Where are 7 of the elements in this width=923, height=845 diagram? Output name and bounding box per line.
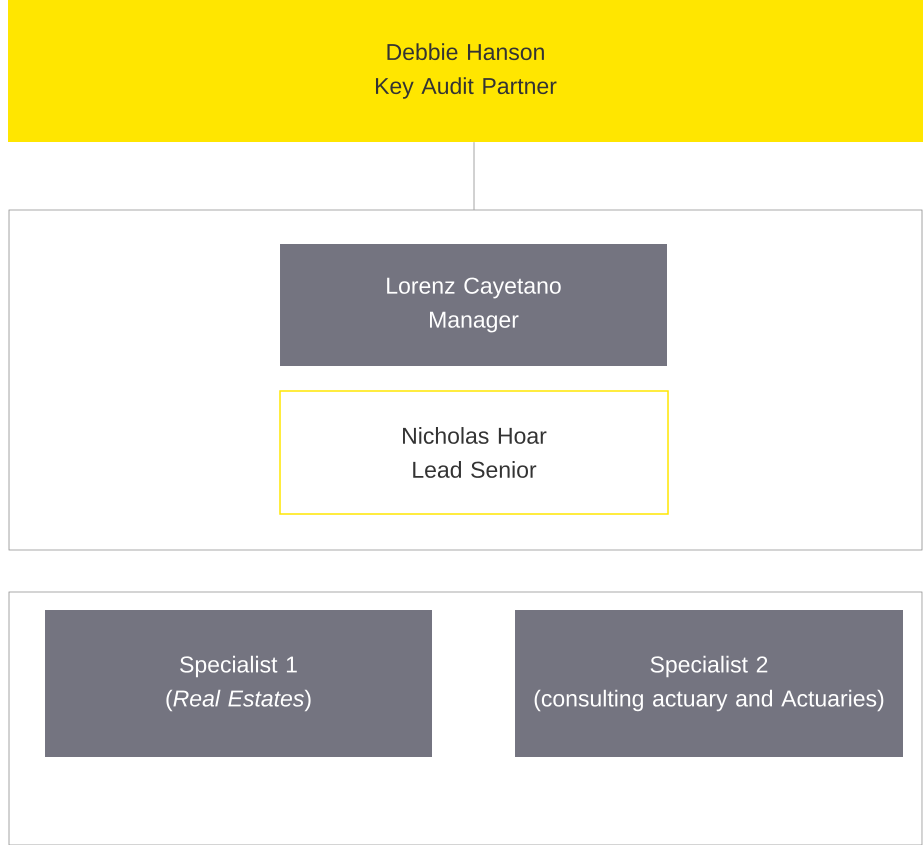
role-box: Nicholas Hoar Lead Senior xyxy=(279,390,669,515)
role-box: Specialist 1 (Real Estates) xyxy=(45,610,432,757)
role-box: Specialist 2 (consulting actuary and Actuaries) xyxy=(515,610,903,757)
partner-box: Debbie Hanson Key Audit Partner xyxy=(8,0,923,142)
role-box: Lorenz Cayetano Manager xyxy=(280,244,667,366)
group-frame xyxy=(8,210,922,550)
group-frame xyxy=(8,592,922,845)
